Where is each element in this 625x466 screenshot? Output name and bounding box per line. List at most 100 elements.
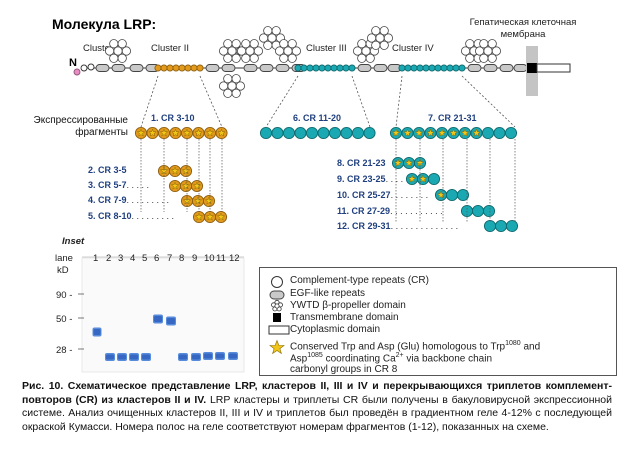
egf-repeat (221, 64, 236, 72)
fragment-9-label: 9. CR 23-25. . . . (337, 174, 404, 184)
fragment-3-label: 3. CR 5-7. . . . . (88, 180, 150, 190)
fragment-6-row (259, 126, 376, 140)
ywtd-propeller (274, 39, 301, 63)
gel-band-core (192, 354, 200, 360)
cr-repeat-teal (422, 64, 430, 72)
egf-repeat (373, 64, 388, 72)
cr-repeat-teal (306, 64, 314, 72)
conserved-star (217, 128, 226, 137)
conserved-star (193, 196, 203, 205)
conserved-star (159, 128, 169, 137)
cr-repeat-cluster-ii (178, 64, 186, 72)
cr-repeat (87, 63, 95, 71)
conserved-star (181, 166, 191, 175)
expressed-fragments-label: Экспрессированные фрагменты (28, 115, 128, 139)
cr-repeat-teal (440, 64, 448, 72)
triplet-ii-3-row (168, 179, 204, 193)
cr-repeat (271, 126, 284, 140)
cr-repeat (351, 126, 365, 140)
cr-repeat-teal (336, 64, 344, 72)
conserved-star (216, 212, 226, 221)
cr-repeat (456, 188, 470, 202)
triplet-ii-4-row (180, 194, 216, 208)
cr-repeat (363, 126, 376, 140)
cr-repeat-cluster-ii (166, 64, 174, 72)
cr-repeat-teal (324, 64, 332, 72)
triplet-iv-12-row (483, 219, 519, 233)
egf-repeat (513, 64, 528, 72)
cr-repeat (317, 126, 330, 140)
cr-repeat (482, 204, 496, 218)
gel-lane-number: 3 (118, 253, 124, 264)
gel-band-core (229, 353, 237, 359)
cr-repeat-teal (348, 64, 356, 72)
fragment-6-label: 6. CR 11-20 (293, 113, 342, 123)
conserved-star (407, 174, 417, 183)
conserved-star (460, 128, 470, 137)
gel-band-core (216, 353, 224, 359)
cr-repeat-teal (300, 64, 308, 72)
cr-repeat-teal (434, 64, 442, 72)
ywtd-propeller (366, 26, 393, 50)
cr-repeat (282, 126, 296, 140)
fragment-12-label: 12. CR 29-31. . . . . . . . . . . . . . (337, 221, 459, 231)
conserved-star (136, 128, 146, 137)
legend-egf: EGF-like repeats (290, 288, 366, 299)
connector-dashed-line (351, 75, 371, 128)
fragment-10-label: 10. CR 25-27. . . . . . . . (337, 190, 429, 200)
cr-repeat-teal (404, 64, 412, 72)
legend-ywtd: YWTD β-propeller domain (290, 300, 406, 311)
egf-repeat (95, 64, 110, 72)
cyto-legend-icon (268, 325, 290, 335)
cr-repeat (471, 204, 485, 218)
cr-repeat (481, 126, 495, 140)
conserved-star (148, 128, 157, 137)
fragment-5-label: 5. CR 8-10. . . . . . . . . (88, 211, 175, 221)
cr-repeat (340, 126, 353, 140)
ywtd-legend-icon (271, 299, 283, 312)
gel-lane-number: 5 (142, 253, 148, 264)
conserved-star (449, 128, 458, 137)
legend-conserved-line1: Conserved Trp and Asp (Glu) homologous t… (290, 340, 541, 353)
legend: Complement-type repeats (CR) EGF-like re… (259, 267, 617, 376)
gel-lane-number: 2 (106, 253, 112, 264)
cr-repeat-teal (428, 64, 436, 72)
ywtd-propeller (474, 39, 501, 63)
conserved-star (205, 212, 215, 221)
cluster-label-1: Cluster I (83, 43, 119, 54)
connector-dashed-line (199, 75, 223, 128)
fragment-7-label: 7. CR 21-31 (428, 113, 477, 123)
cr-repeat-cluster-ii (190, 64, 198, 72)
cr-repeat (80, 64, 88, 72)
gel-band-core (142, 354, 150, 360)
egf-repeat (275, 64, 290, 72)
cr-repeat-teal (342, 64, 350, 72)
gel-band-core (167, 318, 175, 324)
conserved-star (404, 158, 414, 167)
tm-legend-icon (273, 313, 281, 322)
gel-lane-number: 4 (130, 253, 136, 264)
cr-repeat-teal (312, 64, 320, 72)
fragment-1-row (134, 126, 228, 140)
gel-band-core (179, 354, 187, 360)
cr-repeat-cluster-ii (172, 64, 180, 72)
conserved-star (182, 128, 192, 137)
cluster-label-4: Cluster IV (392, 43, 434, 54)
cr-repeat-cluster-ii (196, 64, 204, 72)
triplet-iv-8-row (391, 156, 427, 170)
conserved-star (437, 128, 447, 137)
conserved-star (194, 128, 203, 137)
n-terminus-label: N (69, 57, 77, 69)
fragment-7-row (389, 126, 518, 140)
gel-lane-number: 8 (179, 253, 185, 264)
gel-inset (78, 256, 245, 373)
cr-repeat (328, 126, 342, 140)
triplet-ii-5-row (192, 210, 228, 224)
fragment-11-label: 11. CR 27-29. . . . . . . . . . . (337, 206, 443, 216)
cr-repeat-cluster-ii (154, 64, 162, 72)
cr-repeat (294, 126, 307, 140)
gel-lane-header: lane (55, 253, 73, 264)
conserved-star (192, 181, 202, 190)
conserved-star (170, 166, 180, 175)
conserved-star (426, 128, 435, 137)
